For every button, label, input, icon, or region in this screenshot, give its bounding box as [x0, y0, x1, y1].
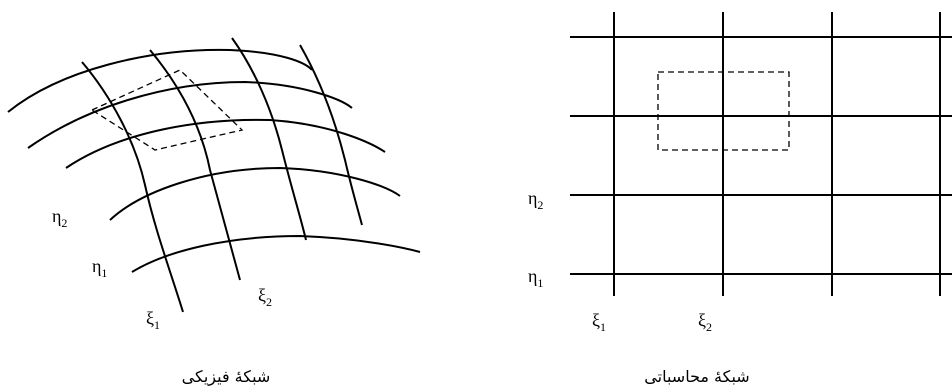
- comp-eta2-label: η2: [528, 188, 543, 212]
- physical-xi-line-4: [299, 44, 363, 226]
- comp-xi1-label: ξ1: [592, 310, 606, 334]
- physical-eta-line-mid: [65, 118, 386, 169]
- physical-eta2-label: η2: [52, 206, 67, 230]
- physical-xi-line-xi1: [81, 61, 184, 313]
- physical-grid: [7, 37, 421, 313]
- comp-dashed-cell: [657, 71, 790, 151]
- comp-xi2-label: ξ2: [698, 310, 712, 334]
- physical-xi-line-3: [231, 37, 307, 241]
- physical-eta1-label: η1: [92, 256, 107, 280]
- physical-grid-caption: شبکهٔ فیزیکی: [182, 367, 271, 386]
- computational-grid-caption: شبکهٔ محاسباتی: [644, 367, 749, 386]
- physical-eta-line-eta2: [109, 166, 401, 221]
- physical-xi2-label: ξ2: [258, 285, 272, 309]
- physical-xi-line-xi2: [149, 49, 241, 281]
- physical-xi1-label: ξ1: [146, 308, 160, 332]
- physical-eta-line-top: [7, 48, 313, 113]
- physical-eta-line-upper: [27, 80, 353, 149]
- comp-eta1-label: η1: [528, 266, 543, 290]
- physical-dashed-cell: [90, 69, 244, 151]
- physical-eta-line-eta1: [131, 234, 421, 273]
- computational-grid: [570, 12, 952, 296]
